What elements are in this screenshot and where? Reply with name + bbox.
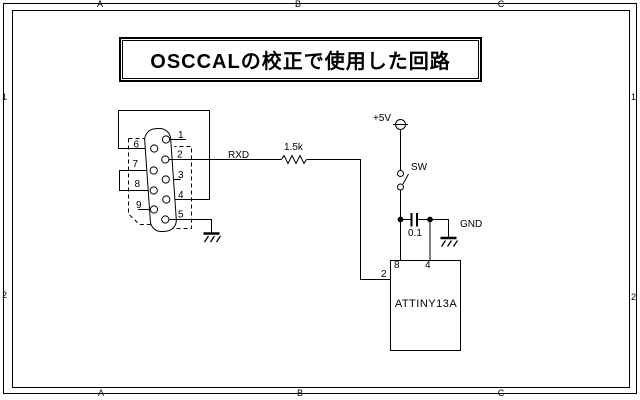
switch-symbol: [397, 170, 409, 191]
frame-row-right-1: 1: [631, 92, 637, 102]
dsub-face: [144, 127, 177, 233]
dsub-pin-labels: 1 2 3 4 5 6 7 8 9: [133, 130, 185, 221]
chip-outline: [390, 260, 461, 351]
dsub-pin-label-7: 7: [133, 159, 139, 170]
frame-zone-top-b: B: [294, 0, 302, 9]
frame-border: [3, 3, 637, 394]
frame-zone-bottom-c: C: [497, 388, 505, 398]
wire-dsr-dtr-loop: [118, 110, 210, 200]
chip-name-label: ATTINY13A: [394, 298, 458, 310]
resistor-symbol: [281, 154, 307, 165]
wire-rts-cts-loop: [119, 170, 151, 191]
dsub-pin-label-9: 9: [136, 200, 142, 211]
frame-zone-top-a: A: [96, 0, 104, 9]
dsub9-connector: 1 2 3 4 5 6 7 8 9: [118, 110, 210, 233]
chip-pin-4-label: 4: [425, 260, 431, 271]
dsub-pin-label-2: 2: [177, 150, 183, 161]
frame-zone-top-c: C: [497, 0, 505, 9]
dsub-pin-label-6: 6: [134, 140, 140, 151]
dsub-pin-label-1: 1: [178, 130, 184, 141]
chip-pin-8-label: 8: [394, 260, 400, 271]
vcc-label: +5V: [373, 113, 392, 124]
frame-zone-bottom-a: A: [97, 388, 105, 398]
title-box: OSCCALの校正で使用した回路: [119, 37, 482, 82]
gnd-label: GND: [460, 219, 483, 230]
dsub-pin-label-5: 5: [178, 210, 184, 221]
frame-zone-bottom-b: B: [296, 388, 304, 398]
wire-cap-to-gnd: [418, 219, 449, 237]
resistor-value-label: 1.5k: [284, 142, 303, 153]
capacitor-value-label: 0.1: [408, 228, 422, 239]
schematic-title: OSCCALの校正で使用した回路: [122, 40, 479, 79]
wire-dsub-gnd: [168, 219, 212, 233]
wire-rxd-right: [306, 159, 391, 280]
chip-pin-2-label: 2: [381, 269, 387, 280]
frame-row-right-2: 2: [631, 292, 637, 302]
ground-symbol-main: [440, 236, 459, 247]
dsub-pin-circles: [149, 135, 171, 224]
dsub-pin-label-8: 8: [135, 179, 141, 190]
dsub-shell-outline: [128, 138, 192, 229]
ground-symbol-dsub: [203, 232, 222, 243]
dsub-pin-label-3: 3: [178, 170, 184, 181]
rxd-net-label: RXD: [228, 150, 250, 161]
capacitor-symbol: [410, 213, 418, 227]
frame-row-left-2: 2: [2, 290, 8, 300]
dsub-pin-label-4: 4: [178, 190, 184, 201]
frame-row-left-1: 1: [2, 92, 8, 102]
switch-label: SW: [411, 162, 428, 173]
power-symbol-5v: [393, 119, 408, 130]
